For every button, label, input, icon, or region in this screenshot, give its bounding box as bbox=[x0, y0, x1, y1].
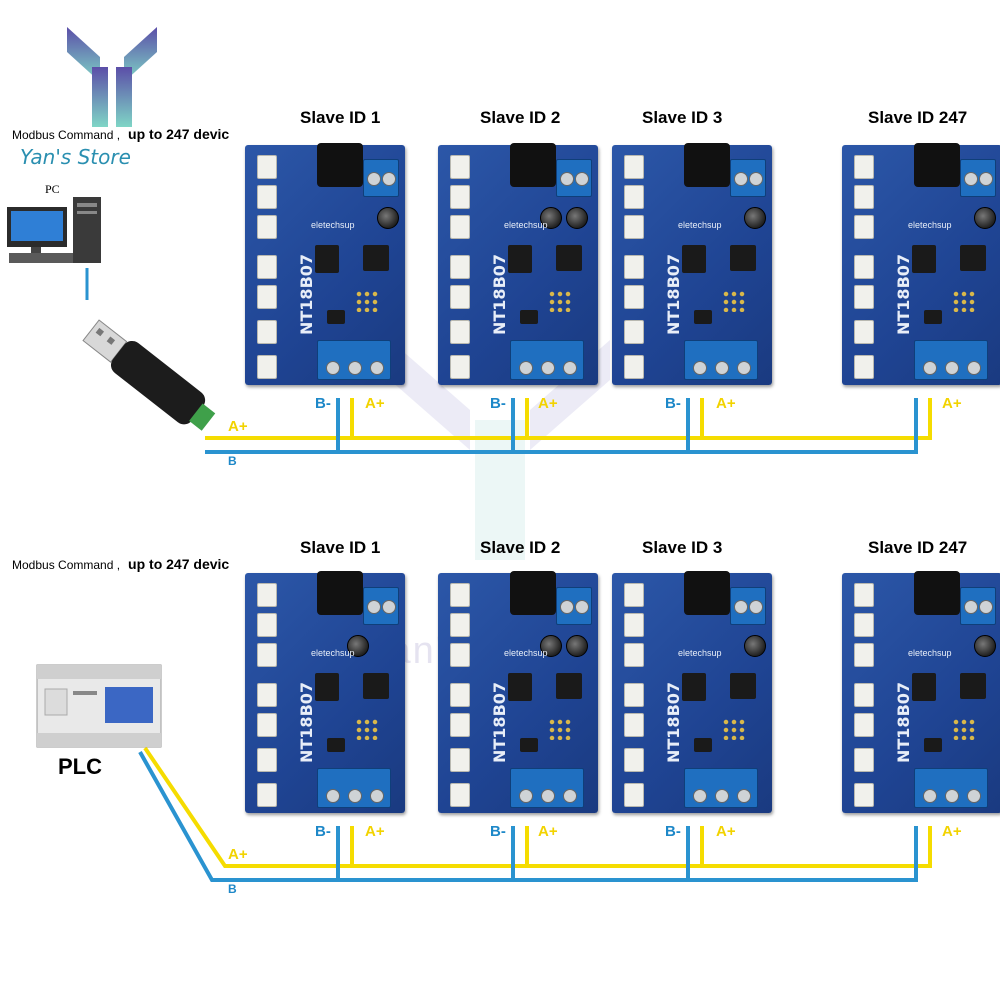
slave-title: Slave ID 3 bbox=[642, 538, 723, 557]
adapter-a-label: A+ bbox=[228, 418, 248, 435]
command-text: Modbus Command , bbox=[12, 558, 121, 572]
terminal-a-label: A+ bbox=[716, 395, 736, 412]
plc-b-label: B bbox=[228, 882, 237, 896]
store-logo-icon bbox=[67, 27, 157, 127]
watermark-logo bbox=[390, 340, 610, 560]
terminal-b-label: B- bbox=[315, 823, 331, 840]
slave-title: Slave ID 3 bbox=[642, 108, 723, 127]
plc-a-label: A+ bbox=[228, 846, 248, 863]
slave-board: NT18B07 eletechsup bbox=[842, 143, 1000, 385]
terminal-a-label: A+ bbox=[538, 395, 558, 412]
slave-title: Slave ID 1 bbox=[300, 108, 381, 127]
slave-title: Slave ID 247 bbox=[868, 108, 968, 127]
slave-board: NT18B07 eletechsup bbox=[245, 143, 405, 385]
board-brand-label: eletechsup bbox=[504, 648, 548, 658]
terminal-b-label: B- bbox=[665, 395, 681, 412]
terminal-b-label: B- bbox=[665, 823, 681, 840]
capacity-text: up to 247 devic bbox=[128, 556, 230, 572]
plc-label: PLC bbox=[58, 754, 102, 779]
board-model-label: NT18B07 bbox=[297, 253, 316, 335]
slave-board: NT18B07 eletechsup bbox=[438, 143, 598, 385]
terminal-b-label: B- bbox=[490, 823, 506, 840]
board-brand-label: eletechsup bbox=[908, 648, 952, 658]
slave-board: NT18B07 eletechsup bbox=[842, 571, 1000, 813]
command-text: Modbus Command , bbox=[12, 128, 121, 142]
board-brand-label: eletechsup bbox=[311, 648, 355, 658]
terminal-a-label: A+ bbox=[365, 823, 385, 840]
terminal-b-label: B- bbox=[315, 395, 331, 412]
board-brand-label: eletechsup bbox=[908, 220, 952, 230]
usb-rs485-adapter-icon bbox=[82, 319, 216, 431]
terminal-b-label: B- bbox=[490, 395, 506, 412]
terminal-a-label: A+ bbox=[538, 823, 558, 840]
board-model-label: NT18B07 bbox=[894, 681, 913, 763]
board-model-label: NT18B07 bbox=[894, 253, 913, 335]
pc-label: PC bbox=[45, 182, 60, 196]
terminal-a-label: A+ bbox=[716, 823, 736, 840]
slave-board: NT18B07 eletechsup bbox=[612, 143, 772, 385]
slave-title: Slave ID 2 bbox=[480, 108, 561, 127]
slave-title: Slave ID 247 bbox=[868, 538, 968, 557]
slave-title: Slave ID 2 bbox=[480, 538, 561, 557]
board-brand-label: eletechsup bbox=[504, 220, 548, 230]
board-model-label: NT18B07 bbox=[490, 681, 509, 763]
terminal-a-label: A+ bbox=[942, 395, 962, 412]
pc-icon bbox=[7, 197, 101, 263]
command-label-bottom: Modbus Command , up to 247 devic bbox=[12, 556, 229, 572]
slave-board: NT18B07 eletechsup bbox=[612, 571, 772, 813]
board-brand-label: eletechsup bbox=[678, 220, 722, 230]
terminal-a-label: A+ bbox=[942, 823, 962, 840]
terminal-a-label: A+ bbox=[365, 395, 385, 412]
adapter-b-label: B bbox=[228, 454, 237, 468]
store-name: Yan's Store bbox=[20, 145, 131, 169]
board-brand-label: eletechsup bbox=[678, 648, 722, 658]
command-label-top: Modbus Command , up to 247 devic bbox=[12, 126, 229, 142]
board-model-label: NT18B07 bbox=[664, 253, 683, 335]
capacity-text: up to 247 devic bbox=[128, 126, 230, 142]
board-model-label: NT18B07 bbox=[490, 253, 509, 335]
slave-board: NT18B07 eletechsup bbox=[438, 571, 598, 813]
board-model-label: NT18B07 bbox=[664, 681, 683, 763]
board-brand-label: eletechsup bbox=[311, 220, 355, 230]
slave-title: Slave ID 1 bbox=[300, 538, 381, 557]
board-model-label: NT18B07 bbox=[297, 681, 316, 763]
slave-board: NT18B07 eletechsup bbox=[245, 571, 405, 813]
plc-icon bbox=[36, 664, 162, 748]
